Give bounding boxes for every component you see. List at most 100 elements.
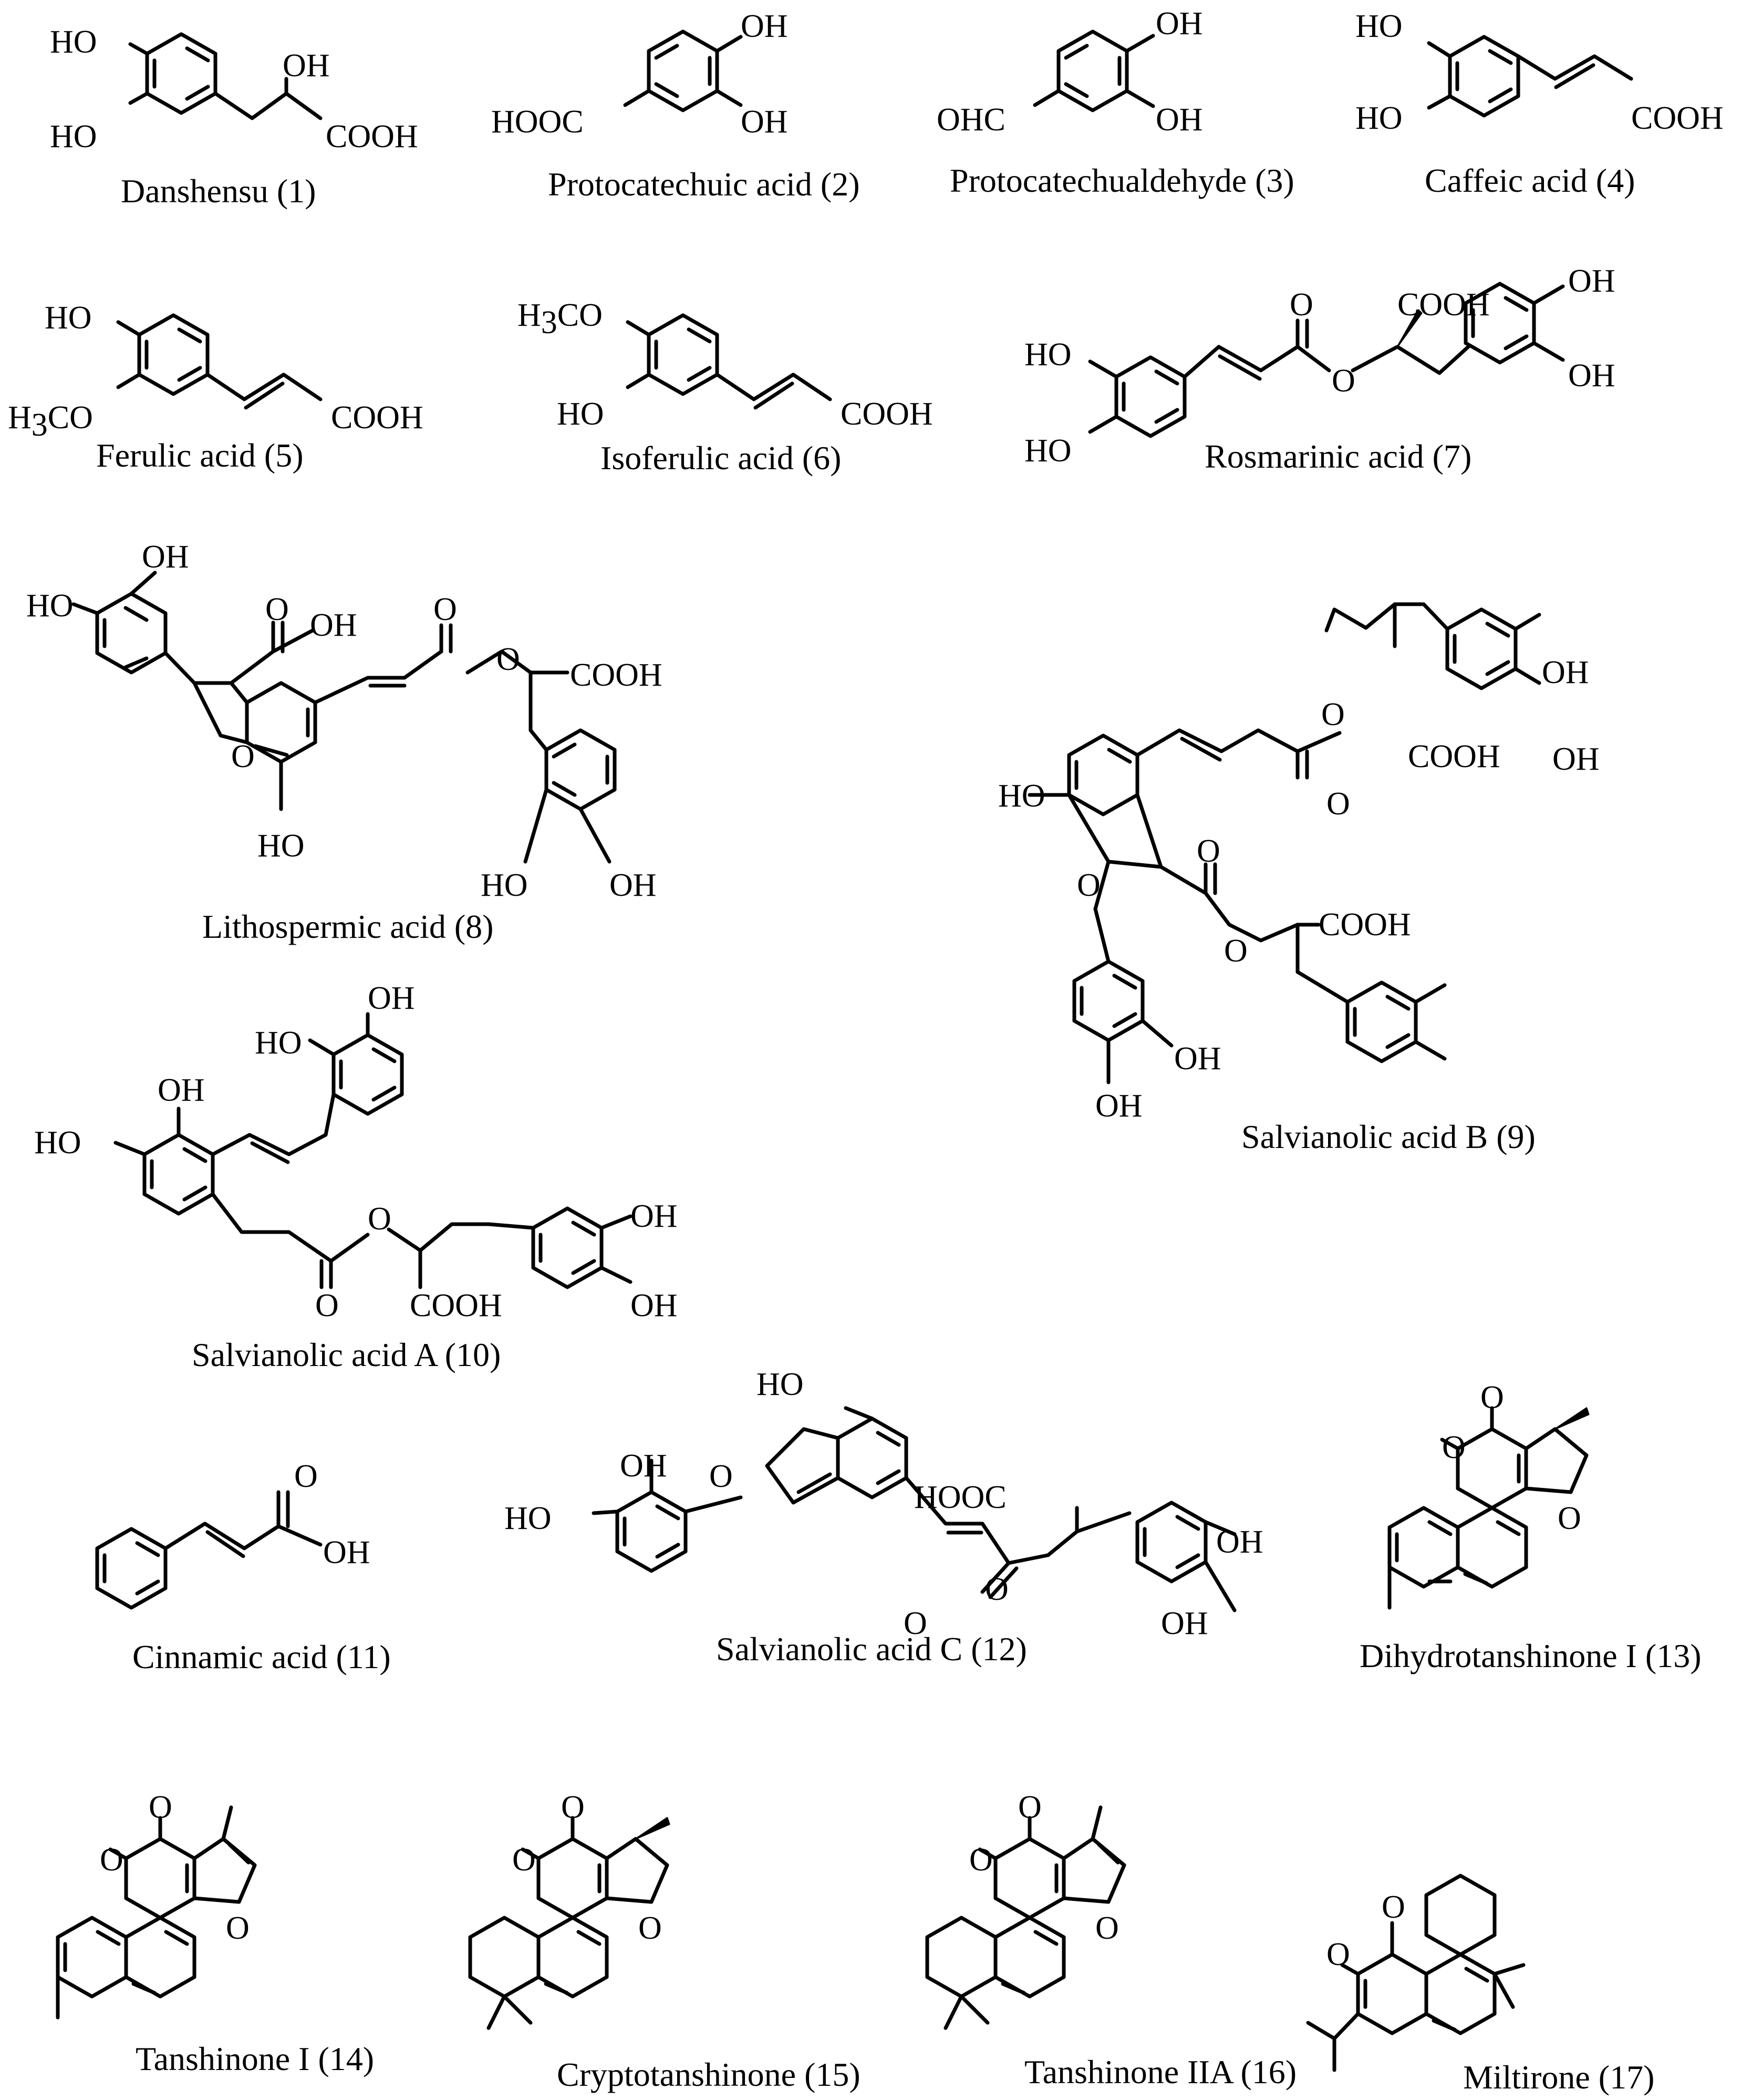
c8-ho-ring: HO — [257, 828, 305, 864]
c12-oh-r1: OH — [1216, 1524, 1263, 1560]
c11-name: Cinnamic acid (11) — [132, 1638, 391, 1675]
c12-oh: OH — [620, 1448, 667, 1484]
c10-oh-ring: OH — [158, 1072, 205, 1108]
c9-ho-ring: HO — [998, 778, 1045, 814]
c16-name: Tanshinone IIA (16) — [1024, 2053, 1297, 2091]
c2-hooc: HOOC — [491, 104, 584, 140]
c9-cooh1: COOH — [1408, 739, 1500, 774]
c9-o-keto1: O — [1326, 786, 1350, 822]
c10-name: Salvianolic acid A (10) — [192, 1336, 501, 1373]
c2-oh-top: OH — [741, 8, 788, 44]
c4-ho-top: HO — [1355, 8, 1403, 44]
c16-o2: O — [1018, 1789, 1042, 1825]
c15-name: Cryptotanshinone (15) — [557, 2056, 861, 2093]
compound-5-ferulic-acid: HO H3CO COOH Ferulic acid (5) — [8, 300, 423, 474]
c6-h3co: H3CO — [517, 297, 603, 340]
c16-o1: O — [969, 1842, 993, 1878]
c3-name: Protocatechualdehyde (3) — [950, 162, 1294, 199]
c4-name: Caffeic acid (4) — [1425, 162, 1635, 199]
c11-o: O — [294, 1458, 318, 1494]
c6-cooh: COOH — [841, 396, 933, 432]
c9-cooh2: COOH — [1319, 907, 1411, 943]
c3-ohc: OHC — [937, 102, 1005, 138]
c8-name: Lithospermic acid (8) — [202, 908, 493, 945]
c14-o-ring: O — [226, 1910, 250, 1946]
compound-8-lithospermic-acid: OH HO O OH O HO O O COOH HO OH Lithosper… — [26, 539, 662, 945]
c12-hooc: HOOC — [914, 1480, 1007, 1515]
c8-oh-top: OH — [142, 539, 189, 575]
compound-16-tanshinone-iia: O O O Tanshinone IIA (16) — [925, 1789, 1297, 2091]
compound-9-salvianolic-acid-b: O COOH OH OH HO O O O O COOH OH OH Salvi… — [998, 602, 1600, 1155]
c7-oh-top: OH — [1568, 263, 1615, 299]
c8-o-acid: O — [265, 592, 289, 627]
c8-cooh: COOH — [570, 657, 662, 693]
c9-o-ester2: O — [1224, 933, 1248, 969]
c7-name: Rosmarinic acid (7) — [1205, 438, 1471, 475]
c9-name: Salvianolic acid B (9) — [1241, 1118, 1536, 1155]
c12-name: Salvianolic acid C (12) — [716, 1630, 1027, 1668]
compound-4-caffeic-acid: HO HO COOH Caffeic acid (4) — [1355, 8, 1724, 199]
c6-name: Isoferulic acid (6) — [600, 439, 841, 477]
c10-oh-top: OH — [368, 980, 415, 1016]
c9-o-keto2: O — [1197, 833, 1220, 869]
compound-1-danshensu: HO HO OH COOH Danshensu (1) — [50, 24, 418, 210]
c8-o-ring: O — [231, 739, 255, 774]
c8-o-keto: O — [433, 592, 457, 627]
c5-cooh: COOH — [331, 400, 423, 436]
c14-name: Tanshinone I (14) — [136, 2040, 374, 2077]
compound-12-salvianolic-acid-c: HO O OH HO HOOC O O OH OH Salvianolic ac… — [504, 1367, 1263, 1668]
c10-cooh: COOH — [410, 1288, 502, 1323]
c7-ho-top: HO — [1024, 337, 1072, 373]
c7-cooh: COOH — [1397, 287, 1490, 323]
c17-o1: O — [1326, 1937, 1350, 1972]
c5-ho: HO — [45, 300, 92, 336]
compound-15-cryptotanshinone: O O O Cryptotanshinone (15) — [468, 1789, 861, 2093]
c15-o2: O — [561, 1789, 585, 1825]
c9-oh-b1: OH — [1174, 1041, 1221, 1077]
c2-name: Protocatechuic acid (2) — [548, 165, 860, 203]
c13-o2: O — [1480, 1380, 1504, 1415]
compound-6-isoferulic-acid: H3CO HO COOH Isoferulic acid (6) — [517, 297, 933, 477]
c7-oh-bottom: OH — [1568, 358, 1615, 394]
c8-o-ester: O — [496, 642, 520, 677]
c17-o2: O — [1382, 1889, 1405, 1925]
compound-2-protocatechuic-acid: OH OH HOOC Protocatechuic acid (2) — [491, 8, 860, 203]
c10-ho-left: HO — [34, 1125, 81, 1161]
c10-o-keto: O — [315, 1288, 339, 1323]
c9-oh-r2: OH — [1552, 741, 1600, 777]
c1-cooh: COOH — [326, 119, 418, 154]
c5-h3co: H3CO — [8, 400, 93, 443]
c1-oh: OH — [283, 48, 330, 84]
c12-ho-top: HO — [756, 1367, 804, 1402]
c9-o-ring: O — [1077, 867, 1101, 903]
c12-ho-left: HO — [504, 1501, 552, 1536]
c11-oh: OH — [323, 1535, 370, 1570]
c8-oh-acid: OH — [310, 607, 357, 643]
c2-oh-bottom: OH — [741, 104, 788, 140]
c12-o-furan: O — [709, 1458, 733, 1494]
c12-o-ester: O — [985, 1571, 1009, 1607]
c10-ho-mid: HO — [255, 1025, 302, 1061]
c12-o-keto: O — [904, 1606, 927, 1641]
c9-oh-b2: OH — [1095, 1088, 1143, 1124]
c9-o-ester1: O — [1321, 697, 1345, 732]
c13-o1: O — [1442, 1430, 1466, 1465]
c10-o-ester: O — [368, 1201, 391, 1237]
compound-3-protocatechualdehyde: OH OH OHC Protocatechualdehyde (3) — [937, 6, 1294, 199]
c1-name: Danshensu (1) — [121, 172, 316, 210]
c13-name: Dihydrotanshinone I (13) — [1360, 1637, 1702, 1674]
c7-ho-bottom: HO — [1024, 433, 1072, 469]
compound-10-salvianolic-acid-a: OH HO OH HO O O COOH OH OH Salvianolic a… — [34, 980, 678, 1373]
c15-o1: O — [512, 1842, 536, 1878]
c17-name: Miltirone (17) — [1463, 2058, 1654, 2096]
c14-o2: O — [149, 1789, 172, 1825]
c12-oh-r2: OH — [1161, 1606, 1208, 1641]
c10-oh-r2: OH — [630, 1288, 678, 1323]
c7-o-ester: O — [1332, 363, 1355, 399]
c8-ho-left: HO — [26, 588, 74, 624]
compound-11-cinnamic-acid: O OH Cinnamic acid (11) — [95, 1458, 391, 1675]
c1-ho-bottom: HO — [50, 119, 97, 154]
c13-o-ring: O — [1558, 1501, 1581, 1536]
